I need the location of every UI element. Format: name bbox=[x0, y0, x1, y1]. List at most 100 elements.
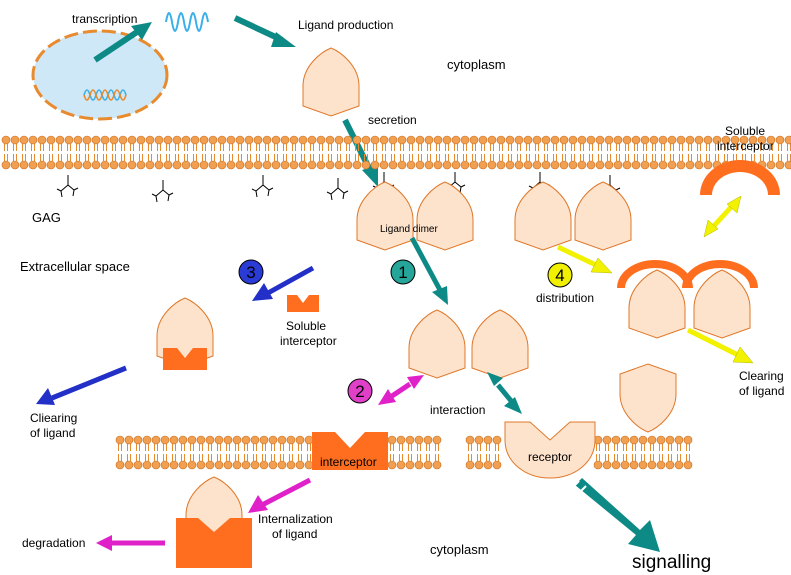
lipid-head bbox=[190, 153, 200, 170]
lipid-head bbox=[640, 135, 650, 152]
lipid-head bbox=[82, 135, 92, 152]
lipid-head bbox=[649, 153, 659, 170]
lipid-head bbox=[250, 453, 260, 470]
lipid-head bbox=[694, 153, 704, 170]
bound-ligand-left bbox=[514, 181, 572, 251]
lipid-head bbox=[586, 135, 596, 152]
lipid-head bbox=[268, 435, 278, 452]
lipid-head bbox=[649, 135, 659, 152]
lipid-head bbox=[559, 153, 569, 170]
lipid-head bbox=[487, 153, 497, 170]
lipid-head bbox=[483, 435, 493, 452]
lipid-head bbox=[127, 135, 137, 152]
lipid-head bbox=[217, 153, 227, 170]
interacting-ligand-left bbox=[408, 309, 466, 379]
lipid-head bbox=[55, 135, 65, 152]
lipid-head bbox=[541, 135, 551, 152]
lipid-head bbox=[577, 135, 587, 152]
lipid-head bbox=[523, 135, 533, 152]
interacting-ligand-right bbox=[471, 309, 529, 379]
lipid-head bbox=[474, 435, 484, 452]
lipid-head bbox=[685, 153, 695, 170]
label-gag: GAG bbox=[32, 210, 61, 225]
lipid-head bbox=[223, 435, 233, 452]
lipid-head bbox=[387, 435, 397, 452]
lipid-head bbox=[325, 153, 335, 170]
lipid-head bbox=[316, 135, 326, 152]
blue-arrow-clearing bbox=[36, 365, 127, 405]
lipid-head bbox=[187, 453, 197, 470]
lipid-head bbox=[523, 153, 533, 170]
label-receptor: receptor bbox=[528, 450, 572, 464]
lipid-head bbox=[136, 135, 146, 152]
lipid-head bbox=[683, 453, 693, 470]
lipid-head bbox=[304, 453, 314, 470]
lipid-head bbox=[487, 135, 497, 152]
label-ligand-dimer: Ligand dimer bbox=[380, 224, 438, 235]
lipid-head bbox=[214, 435, 224, 452]
lipid-head bbox=[478, 135, 488, 152]
lipid-head bbox=[496, 153, 506, 170]
lipid-head bbox=[432, 435, 442, 452]
lipid-head bbox=[145, 135, 155, 152]
lipid-head bbox=[775, 135, 785, 152]
lipid-head bbox=[178, 453, 188, 470]
lipid-head bbox=[514, 153, 524, 170]
lipid-head bbox=[172, 135, 182, 152]
lipid-head bbox=[127, 153, 137, 170]
lipid-head bbox=[208, 153, 218, 170]
lipid-head bbox=[91, 135, 101, 152]
step-2-badge: 2 bbox=[347, 378, 373, 404]
lipid-head bbox=[163, 153, 173, 170]
lipid-head bbox=[631, 135, 641, 152]
lipid-head bbox=[469, 135, 479, 152]
lipid-head bbox=[169, 453, 179, 470]
lipid-head bbox=[595, 135, 605, 152]
lipid-head bbox=[387, 453, 397, 470]
lipid-head bbox=[611, 453, 621, 470]
lipid-head bbox=[181, 153, 191, 170]
lipid-head bbox=[415, 135, 425, 152]
label-secretion: secretion bbox=[368, 113, 417, 127]
lipid-head bbox=[37, 153, 47, 170]
lipid-head bbox=[415, 153, 425, 170]
lipid-head bbox=[190, 135, 200, 152]
lipid-head bbox=[100, 135, 110, 152]
label-degradation: degradation bbox=[22, 536, 85, 550]
lipid-head bbox=[683, 435, 693, 452]
lipid-head bbox=[631, 153, 641, 170]
lipid-head bbox=[250, 435, 260, 452]
signalling-arrow bbox=[571, 478, 660, 552]
lipid-head bbox=[676, 153, 686, 170]
lipid-head bbox=[136, 153, 146, 170]
lipid-head bbox=[169, 435, 179, 452]
lipid-head bbox=[271, 153, 281, 170]
lipid-head bbox=[208, 135, 218, 152]
lipid-head bbox=[268, 453, 278, 470]
lipid-head bbox=[232, 435, 242, 452]
lipid-head bbox=[118, 135, 128, 152]
lipid-head bbox=[154, 135, 164, 152]
label-clearing-right-2: of ligand bbox=[739, 384, 784, 398]
lipid-head bbox=[674, 435, 684, 452]
lipid-head bbox=[160, 453, 170, 470]
transcription-arrow bbox=[93, 22, 152, 63]
lipid-head bbox=[277, 435, 287, 452]
lipid-head bbox=[442, 135, 452, 152]
lipid-head bbox=[64, 153, 74, 170]
lipid-head bbox=[638, 453, 648, 470]
label-soluble-interceptor-right-2: interceptor bbox=[717, 139, 774, 153]
lipid-head bbox=[595, 153, 605, 170]
label-soluble-interceptor-right-1: Soluble bbox=[725, 124, 765, 138]
lipid-head bbox=[325, 135, 335, 152]
lipid-head bbox=[304, 435, 314, 452]
lipid-head bbox=[397, 135, 407, 152]
lipid-head bbox=[433, 153, 443, 170]
lipid-head bbox=[298, 153, 308, 170]
lipid-head bbox=[115, 453, 125, 470]
step-3-badge: 3 bbox=[238, 259, 264, 285]
teal-double-arrow-interaction bbox=[487, 372, 522, 414]
lipid-head bbox=[602, 453, 612, 470]
lipid-head bbox=[414, 435, 424, 452]
